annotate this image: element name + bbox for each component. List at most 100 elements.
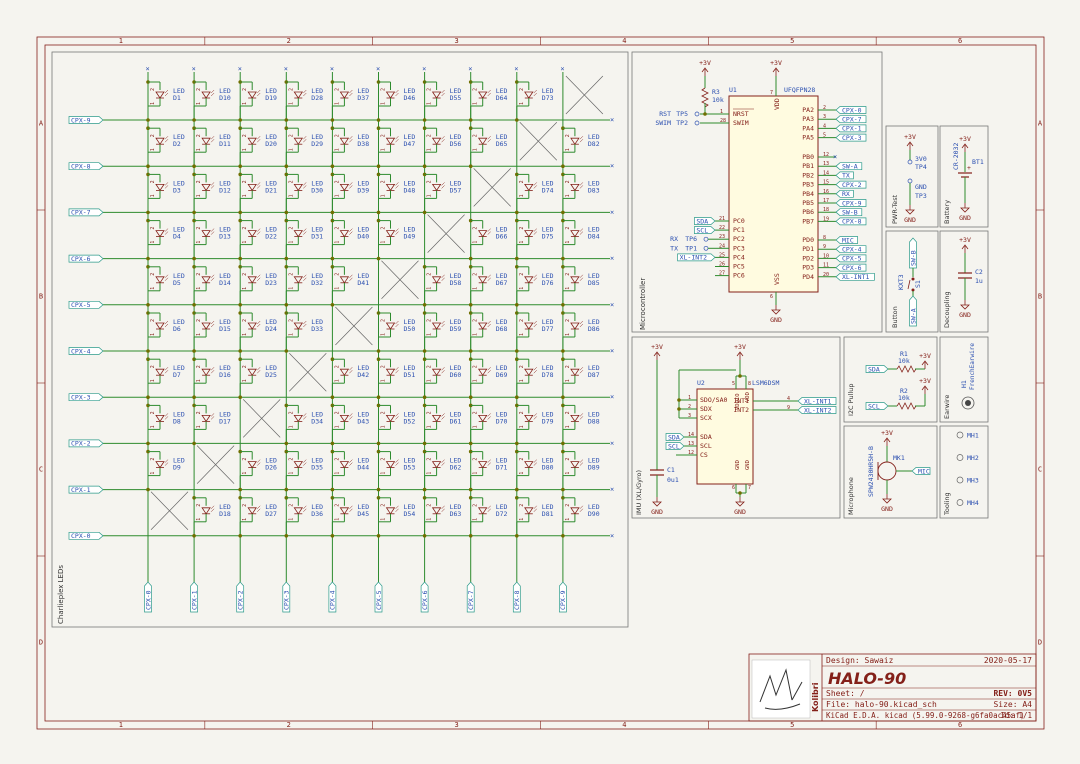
led-value: LED: [219, 133, 231, 141]
mic-symbol: [877, 461, 897, 481]
led-value: LED: [404, 179, 416, 187]
pin-number: 23: [719, 234, 725, 240]
led-rays: [257, 459, 261, 466]
row-net-flag-3-shape: [68, 254, 104, 263]
pin-number: 2: [242, 88, 248, 91]
pin-number: 1: [473, 518, 479, 521]
pin-number: 2: [381, 319, 387, 322]
led-ref: D12: [219, 186, 231, 194]
led-symbol: [570, 230, 580, 238]
pin-number: 1: [196, 333, 202, 336]
led-value: LED: [265, 226, 277, 234]
pin-number: 22: [719, 225, 725, 231]
mcu-body: [728, 95, 819, 293]
pin-number: 27: [719, 271, 725, 277]
junction: [192, 210, 196, 215]
section-title: IMU (XL/Gyro): [635, 470, 643, 515]
junction: [515, 441, 519, 446]
pin-number: 2: [242, 227, 248, 230]
pin-number: 2: [242, 134, 248, 137]
pin-number: 10: [823, 253, 829, 259]
led-rays: [257, 136, 261, 143]
led-rays: [487, 320, 491, 328]
junction: [515, 395, 519, 400]
led-ref: D46: [404, 94, 416, 102]
led-rays: [349, 505, 353, 512]
pin-number: 1: [288, 241, 294, 244]
imu-body: [696, 388, 754, 485]
junction: [468, 487, 473, 492]
net-flag-shape: [835, 124, 867, 133]
led-value: LED: [311, 318, 323, 326]
led-rays: [349, 89, 353, 97]
row-mark-right: D: [1038, 639, 1042, 647]
junction: [468, 118, 473, 122]
led-value: LED: [311, 410, 323, 418]
led-ref: D20: [265, 140, 277, 148]
led-rays: [257, 89, 261, 97]
junction: [515, 349, 519, 353]
led-rays: [349, 367, 353, 374]
pin-number: 2: [288, 504, 294, 507]
led-rays: [164, 274, 169, 281]
junction: [146, 395, 150, 400]
led-rays: [210, 182, 215, 189]
led-rays: [164, 228, 169, 235]
pin-name-INT2: INT2: [733, 406, 749, 414]
junction: [376, 164, 381, 168]
led-value: LED: [588, 410, 600, 418]
junction: [146, 210, 150, 215]
pin-number: 2: [565, 411, 571, 414]
led-symbol: [247, 368, 257, 376]
pin-name-PA3: PA3: [802, 115, 814, 123]
led-ref: D59: [450, 325, 462, 333]
led-ref: D90: [588, 510, 600, 518]
net-flag-shape: [835, 217, 867, 226]
pin-number: 2: [565, 273, 571, 276]
led-symbol: [477, 461, 488, 469]
pin-number: 1: [288, 333, 294, 336]
junction: [738, 374, 742, 378]
col-mark-bottom: 1: [119, 721, 123, 729]
pin-name-SDX: SDX: [700, 405, 712, 413]
led-rays: [579, 320, 584, 328]
no-connect: ×: [610, 393, 614, 401]
tp4-val: 3V0: [915, 155, 927, 163]
tp-ref: TP2: [676, 119, 688, 127]
led-ref: D9: [173, 464, 181, 472]
pin-number: 1: [381, 518, 387, 521]
junction: [330, 487, 335, 492]
pin-number: 1: [242, 241, 248, 244]
led-symbol: [385, 184, 396, 192]
imu-net-flag: XL-INT2: [804, 406, 831, 414]
vddio-label: VDDIO: [735, 393, 741, 410]
led-value: LED: [265, 457, 277, 465]
section-title: Button: [891, 306, 899, 328]
led-ref: D19: [265, 94, 277, 102]
pin-number: 2: [473, 365, 479, 368]
junction: [376, 256, 381, 261]
led-symbol: [247, 322, 257, 330]
pin-number: 1: [473, 472, 479, 475]
junction: [422, 303, 427, 307]
pin-number: 1: [196, 102, 202, 105]
junction: [330, 441, 335, 446]
mcu-gnd-symbol: [771, 309, 781, 315]
row-net-flag-4-shape: [68, 300, 104, 309]
led-symbol: [293, 230, 304, 238]
row-net-flag-8-shape: [68, 485, 104, 494]
led-rays: [210, 505, 215, 512]
pin-number: 2: [381, 88, 387, 91]
no-connect: ×: [610, 347, 614, 355]
led-ref: D6: [173, 325, 181, 333]
led-value: LED: [357, 226, 369, 234]
imu-net-flag-shape: [797, 397, 837, 405]
led-value: LED: [542, 179, 554, 187]
mcu-vdd-power-arrow: [772, 67, 780, 73]
led-ref: D10: [219, 94, 231, 102]
row-mark-left: D: [39, 639, 43, 647]
led-rays: [395, 505, 399, 512]
c1-ref: C1: [667, 466, 675, 474]
col-mark-bottom: 5: [790, 721, 794, 729]
led-value: LED: [588, 133, 600, 141]
